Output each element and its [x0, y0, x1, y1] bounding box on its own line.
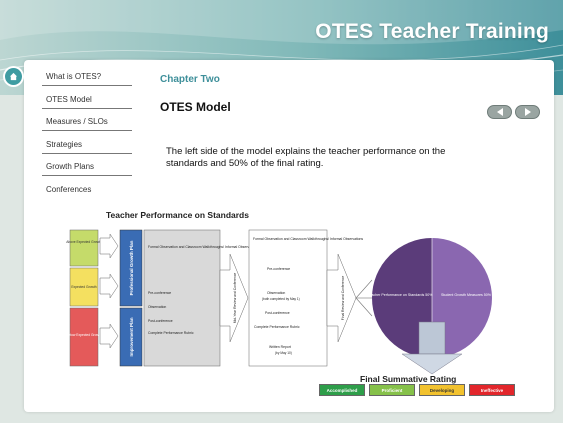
professional-plan-label: Professional Growth Plan [129, 240, 134, 295]
col1-observation: Observation [148, 305, 166, 309]
app-title: OTES Teacher Training [315, 20, 549, 43]
process-column-2 [248, 229, 328, 367]
arrow-expected [99, 273, 119, 299]
col2-written-report: Written Report [269, 345, 291, 349]
mid-year-arrow [219, 253, 249, 343]
connector-line-3 [355, 297, 373, 317]
connector-line-1 [355, 279, 373, 299]
col2-post-conference: Post-conference [265, 311, 290, 315]
col1-formal-observation: Formal Observation and Classroom Walkthr… [148, 245, 258, 249]
circle-left-label: Teacher Performance on Standards 50% [368, 293, 434, 297]
final-review-arrow [326, 253, 357, 343]
arrow-left-icon [497, 108, 503, 116]
previous-button[interactable] [487, 105, 512, 119]
col2-observation-note: (both completed by May 1) [262, 297, 300, 301]
rating-accomplished: Accomplished [319, 384, 365, 396]
summative-arrow-shaft [418, 321, 446, 355]
circle-left-half [372, 238, 432, 358]
col2-observation: Observation [267, 291, 285, 295]
improvement-plan-label: Improvement Plan [129, 317, 134, 356]
col2-pre-conference: Pre-conference [267, 267, 290, 271]
rating-ineffective: Ineffective [469, 384, 515, 396]
page-heading: OTES Model [160, 100, 231, 114]
growth-expected-label: Expected Growth [71, 285, 96, 289]
growth-below-box [69, 307, 99, 367]
sidebar-item-strategies[interactable]: Strategies [42, 136, 132, 154]
sidebar-item-growth-plans[interactable]: Growth Plans [42, 158, 132, 176]
final-review-label: Final Review and Conference [341, 276, 345, 321]
professional-plan-box [119, 229, 143, 307]
sidebar-item-conferences[interactable]: Conferences [46, 185, 92, 194]
sidebar-item-otes-model[interactable]: OTES Model [42, 91, 132, 109]
growth-expected-box [69, 267, 99, 307]
home-icon [9, 72, 18, 81]
growth-below-label: Below Expected Growth [66, 333, 101, 337]
circle-right-half [432, 238, 492, 358]
col2-complete-rubric: Complete Performance Rubric [254, 325, 300, 329]
otes-model-diagram: Teacher Performance on Standards Above E… [66, 210, 492, 375]
col1-pre-conference: Pre-conference [148, 291, 171, 295]
sidebar-item-measures-slos[interactable]: Measures / SLOs [42, 113, 132, 131]
summative-arrow-head [401, 353, 463, 375]
growth-above-label: Above Expected Growth [66, 240, 102, 244]
improvement-plan-box [119, 307, 143, 367]
rating-proficient: Proficient [369, 384, 415, 396]
home-button[interactable] [5, 68, 22, 85]
col2-formal-observation: Formal Observation and Classroom Walkthr… [253, 237, 363, 241]
sidebar-item-what-is-otes[interactable]: What is OTES? [42, 68, 132, 86]
mid-year-label: Mid-Year Review and Conference [233, 273, 237, 324]
next-button[interactable] [515, 105, 540, 119]
diagram-title: Teacher Performance on Standards [106, 210, 249, 220]
arrow-above [99, 233, 119, 259]
col2-written-report-note: (by May 10) [275, 351, 292, 355]
rating-developing: Developing [419, 384, 465, 396]
arrow-right-icon [525, 108, 531, 116]
chapter-label: Chapter Two [160, 74, 220, 85]
body-text: The left side of the model explains the … [166, 146, 446, 169]
growth-above-box [69, 229, 99, 267]
col1-post-conference: Post-conference [148, 319, 173, 323]
summative-rating-title: Final Summative Rating [360, 374, 457, 384]
arrow-below [99, 323, 119, 349]
col1-complete-rubric: Complete Performance Rubric [148, 331, 194, 335]
process-column-1 [143, 229, 221, 367]
circle-right-label: Student Growth Measures 50% [441, 293, 492, 297]
